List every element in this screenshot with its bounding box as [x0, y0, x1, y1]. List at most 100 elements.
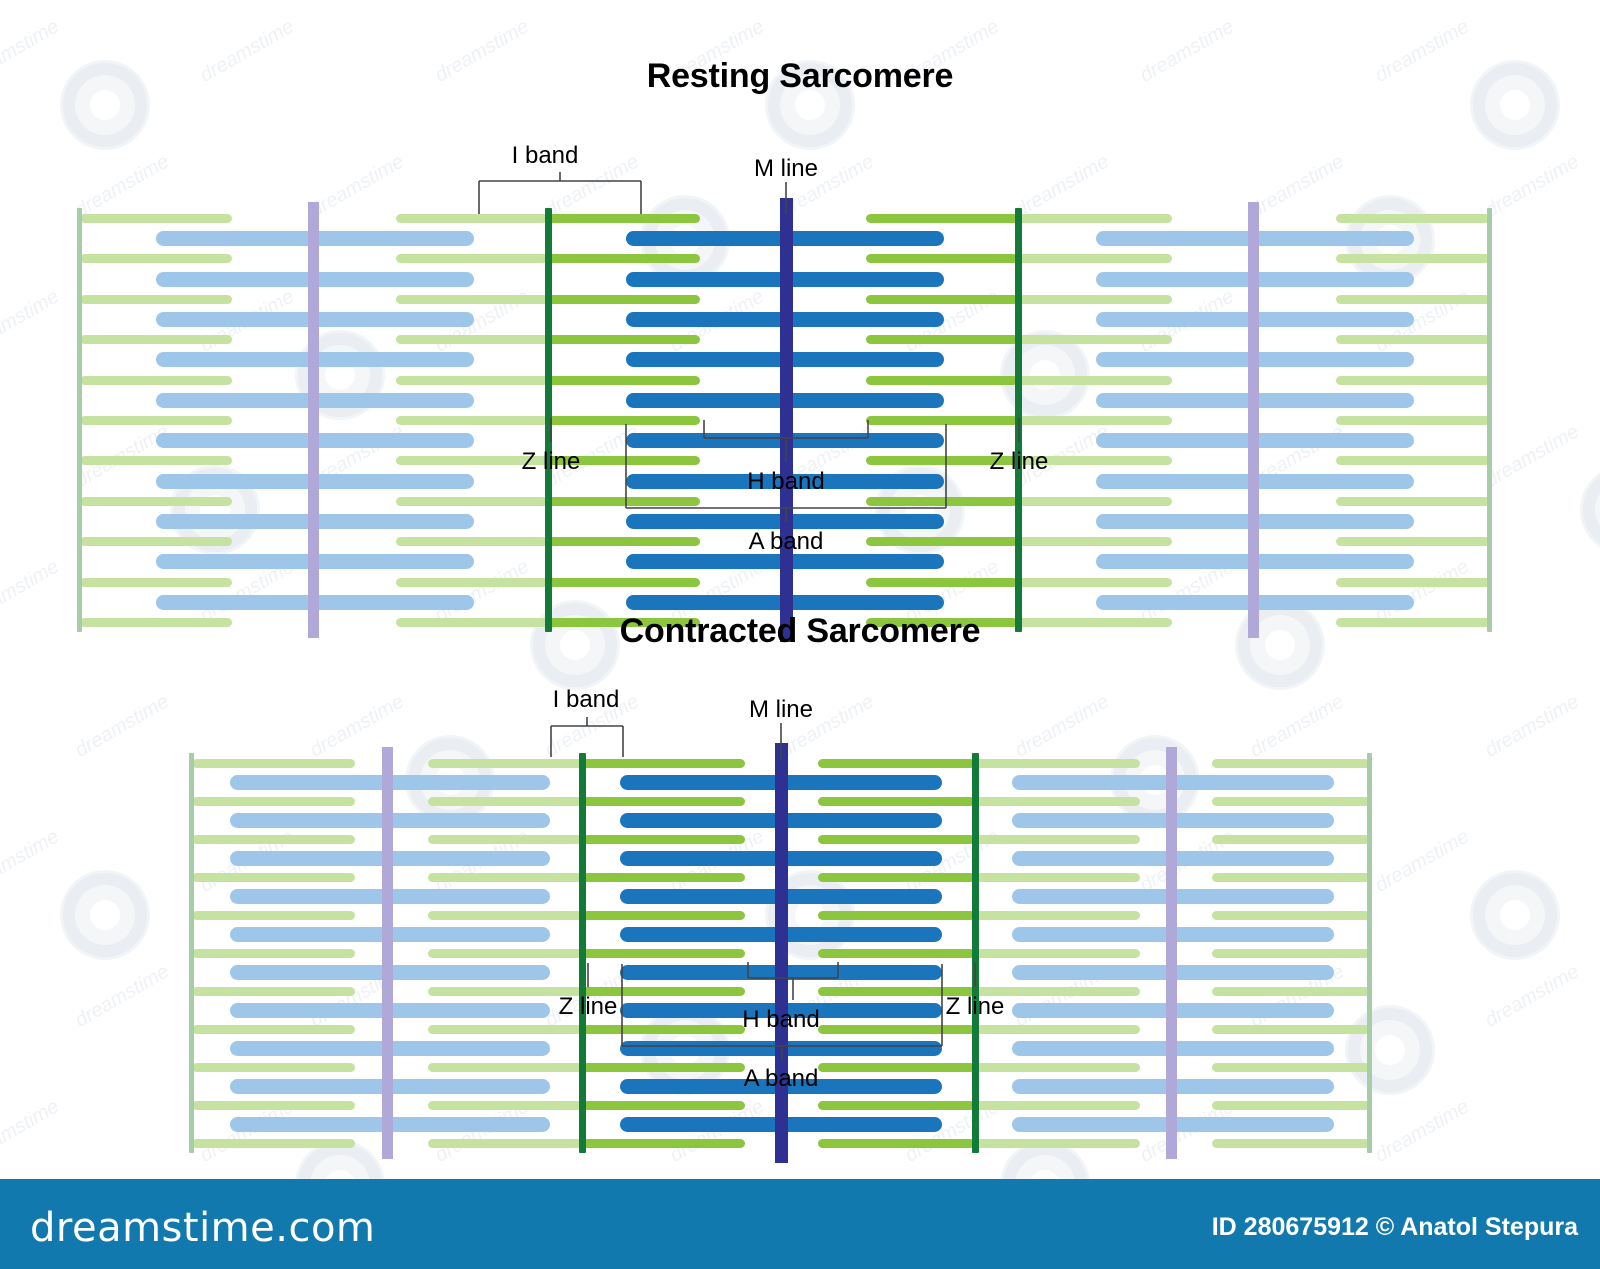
watermark-text: dreamstime — [0, 1095, 63, 1167]
actin-thin-filament — [396, 416, 548, 425]
actin-thin-filament — [582, 835, 745, 844]
actin-thin-filament — [548, 214, 700, 223]
actin-thin-filament — [818, 873, 975, 882]
m-line — [780, 198, 793, 642]
footer-bar: dreamstime.com ID 280675912 © Anatol Ste… — [0, 1179, 1600, 1269]
actin-thin-filament — [192, 797, 355, 806]
sarcomere-unit-right-resting — [1010, 200, 1498, 638]
actin-thin-filament — [1018, 416, 1172, 425]
actin-thin-filament — [975, 1025, 1140, 1034]
actin-thin-filament — [548, 335, 700, 345]
label-m-line-contracted: M line — [748, 696, 814, 723]
actin-thin-filament — [1018, 375, 1172, 385]
watermark-spiral-icon — [1580, 465, 1600, 555]
actin-thin-filament — [1212, 1063, 1370, 1072]
actin-thin-filament — [1212, 911, 1370, 920]
actin-thin-filament — [818, 835, 975, 844]
actin-thin-filament — [1212, 1139, 1370, 1148]
actin-thin-filament — [866, 254, 1018, 264]
actin-thin-filament — [1212, 835, 1370, 844]
actin-thin-filament — [975, 1101, 1140, 1110]
actin-thin-filament — [975, 911, 1140, 920]
z-line-right-faded — [1367, 753, 1372, 1153]
actin-thin-filament — [818, 1101, 975, 1110]
watermark-spiral-icon — [60, 60, 150, 150]
actin-thin-filament — [428, 987, 582, 996]
actin-thin-filament — [192, 1063, 355, 1072]
z-line-right-faded — [1487, 208, 1492, 632]
z-line-right — [1015, 208, 1022, 632]
label-h-band-resting: H band — [747, 468, 825, 495]
actin-thin-filament — [80, 375, 232, 385]
actin-thin-filament — [396, 254, 548, 264]
sarcomere-unit-center-resting — [540, 198, 1026, 642]
actin-thin-filament — [818, 1063, 975, 1072]
actin-thin-filament — [192, 987, 355, 996]
actin-thin-filament — [582, 1025, 745, 1034]
actin-thin-filament — [80, 335, 232, 345]
actin-thin-filament — [548, 456, 700, 466]
actin-thin-filament — [192, 759, 355, 768]
actin-thin-filament — [1212, 987, 1370, 996]
actin-thin-filament — [192, 835, 355, 844]
watermark-spiral-icon — [295, 330, 385, 420]
actin-thin-filament — [1018, 496, 1172, 506]
actin-thin-filament — [396, 577, 548, 587]
actin-thin-filament — [192, 1101, 355, 1110]
label-z-line-right-resting: Z line — [989, 448, 1049, 475]
actin-thin-filament — [975, 1139, 1140, 1148]
actin-thin-filament — [1018, 456, 1172, 466]
label-i-band-contracted: I band — [552, 686, 620, 713]
watermark-text: dreamstime — [1481, 960, 1583, 1032]
z-line-left-faded — [77, 208, 82, 632]
actin-thin-filament — [582, 1063, 745, 1072]
actin-thin-filament — [818, 1025, 975, 1034]
actin-thin-filament — [975, 759, 1140, 768]
actin-thin-filament — [1336, 214, 1490, 223]
actin-thin-filament — [548, 537, 700, 547]
actin-thin-filament — [975, 835, 1140, 844]
actin-thin-filament — [80, 254, 232, 264]
actin-thin-filament — [80, 577, 232, 587]
actin-thin-filament — [548, 294, 700, 304]
actin-thin-filament — [428, 949, 582, 958]
label-z-line-left-resting: Z line — [521, 448, 581, 475]
watermark-spiral-icon — [170, 465, 260, 555]
actin-thin-filament — [1212, 949, 1370, 958]
actin-thin-filament — [548, 375, 700, 385]
sarcomere-unit-center-contracted — [574, 743, 985, 1163]
actin-thin-filament — [818, 987, 975, 996]
dreamstime-logo[interactable]: dreamstime.com — [30, 1205, 376, 1251]
actin-thin-filament — [818, 797, 975, 806]
image-credit: ID 280675912 © Anatol Stepura — [1211, 1213, 1578, 1241]
watermark-spiral-icon — [875, 465, 965, 555]
z-line-left — [545, 208, 552, 632]
actin-thin-filament — [1212, 873, 1370, 882]
actin-thin-filament — [548, 618, 700, 627]
z-line-left-faded — [189, 753, 194, 1153]
actin-thin-filament — [582, 797, 745, 806]
sarcomere-unit-left-contracted — [184, 745, 592, 1159]
actin-thin-filament — [818, 759, 975, 768]
actin-thin-filament — [975, 797, 1140, 806]
actin-thin-filament — [80, 214, 232, 223]
actin-thin-filament — [396, 537, 548, 547]
actin-thin-filament — [1212, 1025, 1370, 1034]
label-h-band-contracted: H band — [742, 1006, 820, 1033]
actin-thin-filament — [192, 911, 355, 920]
actin-thin-filament — [192, 949, 355, 958]
actin-thin-filament — [1336, 335, 1490, 345]
actin-thin-filament — [1018, 335, 1172, 345]
watermark-spiral-icon — [530, 600, 620, 690]
actin-thin-filament — [80, 618, 232, 627]
actin-thin-filament — [80, 456, 232, 466]
z-line-right — [972, 753, 979, 1153]
contracted-sarcomere-figure — [0, 743, 1600, 1163]
actin-thin-filament — [80, 496, 232, 506]
actin-thin-filament — [866, 537, 1018, 547]
actin-thin-filament — [192, 1139, 355, 1148]
label-m-line-resting: M line — [753, 155, 819, 182]
actin-thin-filament — [396, 294, 548, 304]
m-line-faded — [382, 747, 393, 1159]
actin-thin-filament — [1018, 577, 1172, 587]
